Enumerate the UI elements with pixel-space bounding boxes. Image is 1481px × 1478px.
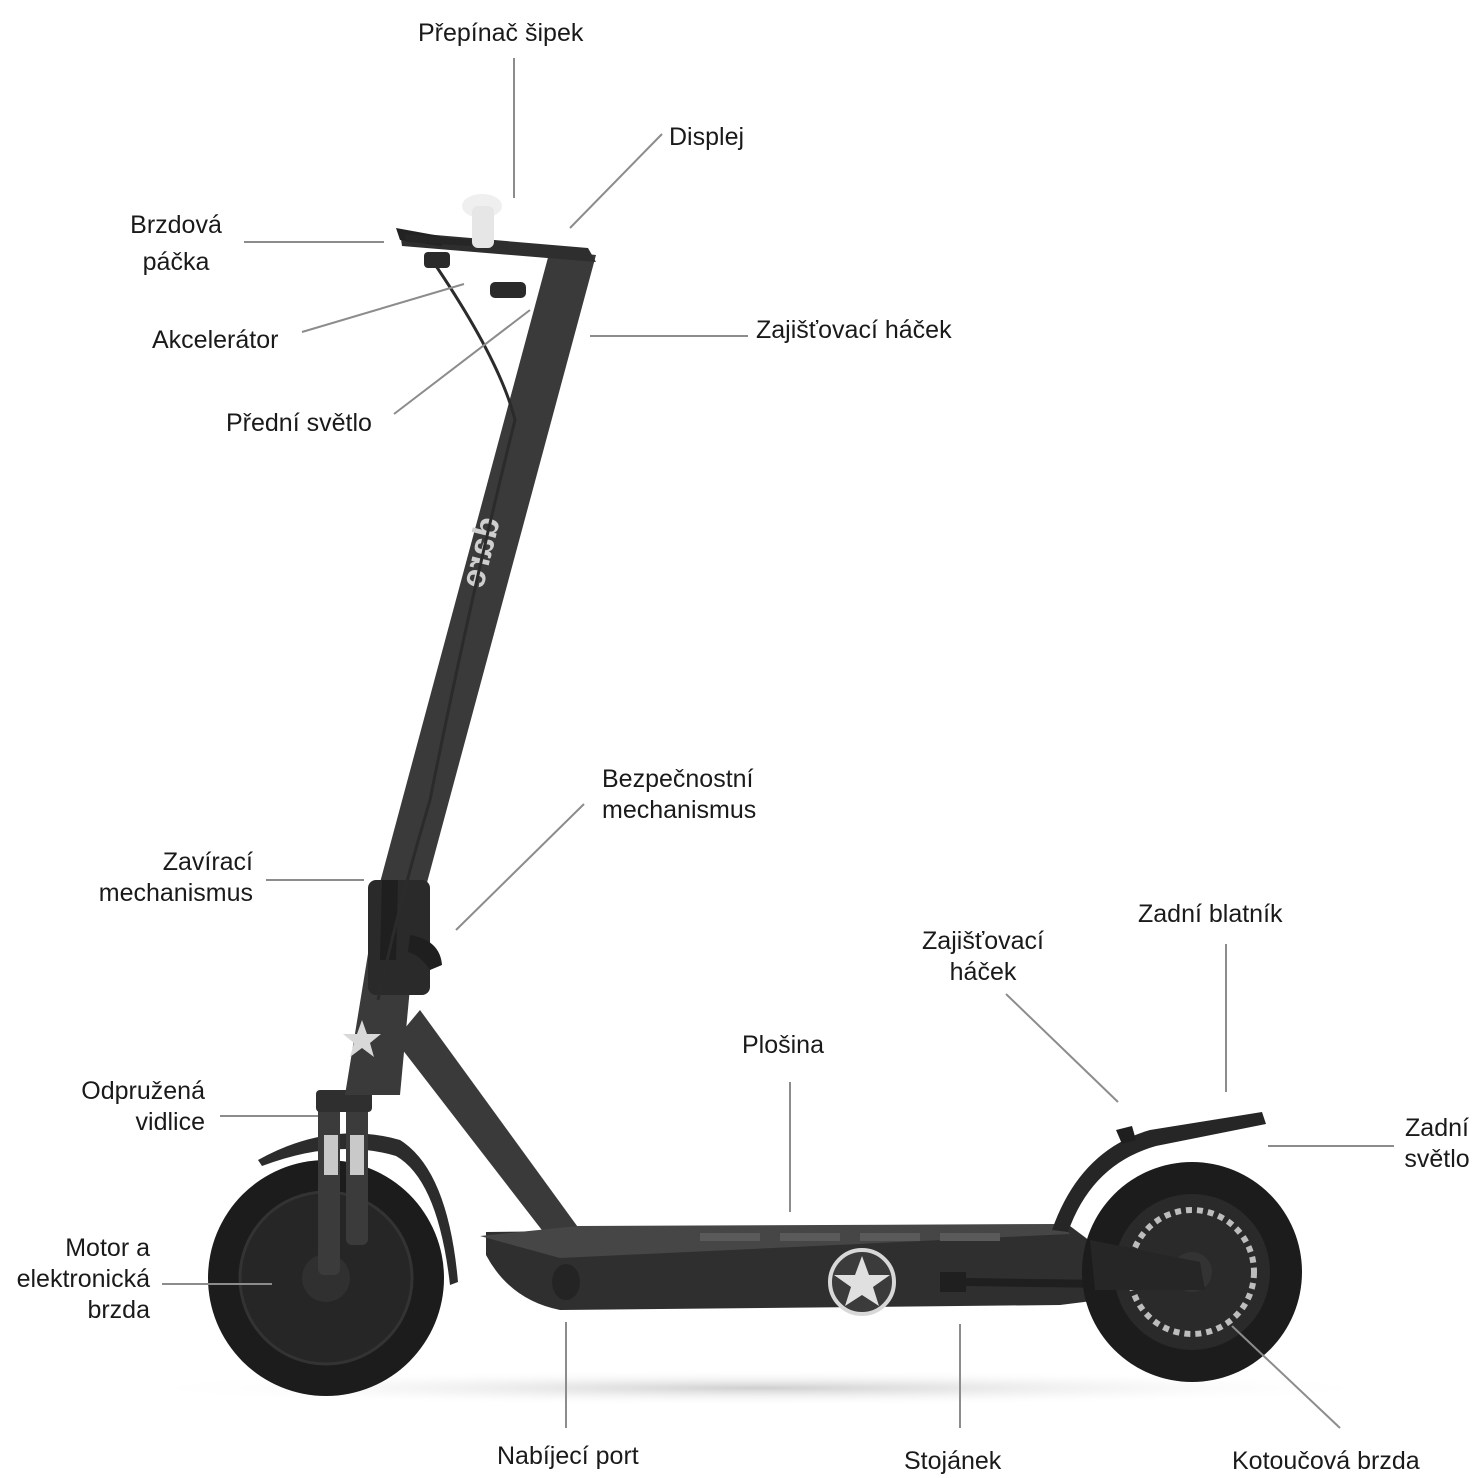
folding-mechanism [368, 880, 442, 995]
charging-port [552, 1264, 580, 1300]
label-predni-svetlo: Přední světlo [226, 408, 372, 439]
deck-star-logo [830, 1250, 894, 1314]
label-nabijeci-port: Nabíjecí port [497, 1441, 639, 1472]
label-bezpecnostni-mechanismus: Bezpečnostní mechanismus [602, 764, 756, 826]
label-kotoucova-brzda: Kotoučová brzda [1232, 1446, 1420, 1477]
label-zajistovaci-hacek-top: Zajišťovací háček [756, 315, 952, 346]
label-stojanek: Stojánek [904, 1446, 1001, 1477]
label-zaviraci-mechanismus: Zavírací mechanismus [60, 847, 253, 909]
label-zadni-blatnik: Zadní blatník [1138, 899, 1283, 930]
frame-to-deck [395, 1010, 580, 1238]
label-zajistovaci-hacek-rear: Zajišťovací háček [908, 926, 1058, 988]
label-plosina: Plošina [742, 1030, 824, 1061]
label-akcelerator: Akcelerátor [152, 325, 278, 356]
label-displej: Displej [669, 122, 744, 153]
label-prepinac-sipek: Přepínač šipek [418, 18, 583, 49]
label-zadni-svetlo: Zadní světlo [1396, 1113, 1478, 1175]
label-brzdova-packa: Brzdová páčka [112, 210, 240, 278]
label-motor-brzda: Motor a elektronická brzda [2, 1233, 150, 1326]
label-odpruzena-vidlice: Odpružená vidlice [50, 1076, 205, 1138]
